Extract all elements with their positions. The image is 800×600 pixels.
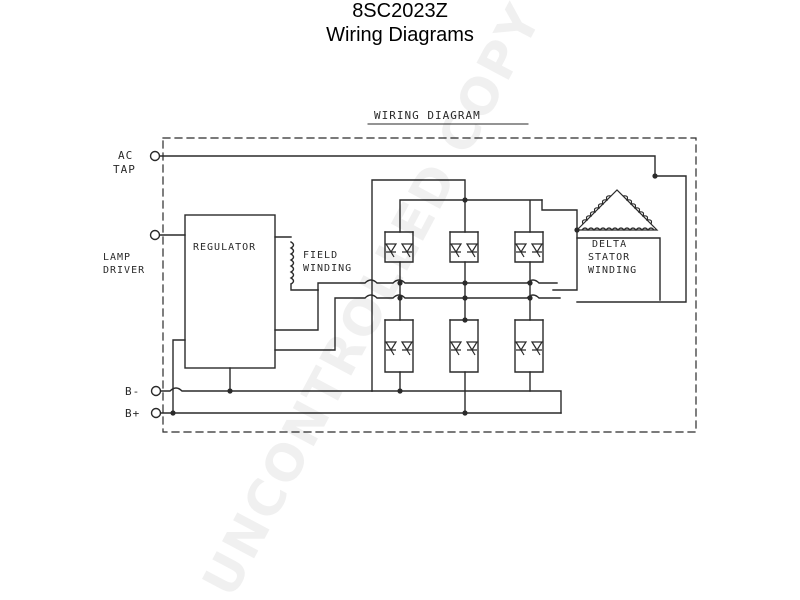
field-winding-label-line2: WINDING — [303, 263, 352, 274]
rectifier-diodes-upper — [384, 243, 544, 258]
model-number: 8SC2023Z — [352, 0, 448, 22]
field-winding-label-line1: FIELD — [303, 250, 338, 261]
rectifier-diodes-lower — [384, 341, 544, 356]
stator-label-line1: DELTA — [592, 239, 627, 250]
diagram-heading: WIRING DIAGRAM — [374, 109, 481, 122]
ac-tap-label-line2: TAP — [113, 163, 136, 176]
lamp-driver-terminal — [149, 229, 161, 241]
watermark: UNCONTROLLED COPY — [191, 0, 553, 600]
field-winding-coil — [274, 236, 319, 291]
stator-label-line3: WINDING — [588, 265, 637, 276]
enclosure-border — [162, 137, 697, 433]
b-plus-terminal — [150, 407, 162, 419]
b-minus-terminal — [150, 385, 162, 397]
stator-label-line2: STATOR — [588, 252, 630, 263]
junction-dots — [170, 173, 658, 416]
regulator-box — [184, 214, 276, 369]
ac-tap-wire — [159, 155, 687, 303]
b-minus-wire — [160, 387, 373, 392]
regulator-label: REGULATOR — [193, 242, 256, 253]
ac-tap-terminal — [149, 150, 161, 162]
page-title: Wiring Diagrams — [326, 24, 474, 46]
lamp-driver-label-line1: LAMP — [103, 252, 131, 263]
delta-stator-coil — [575, 189, 659, 231]
b-minus-label: B- — [125, 385, 140, 398]
lamp-driver-label-line2: DRIVER — [103, 265, 145, 276]
b-plus-label: B+ — [125, 407, 140, 420]
ac-tap-label-line1: AC — [118, 149, 133, 162]
